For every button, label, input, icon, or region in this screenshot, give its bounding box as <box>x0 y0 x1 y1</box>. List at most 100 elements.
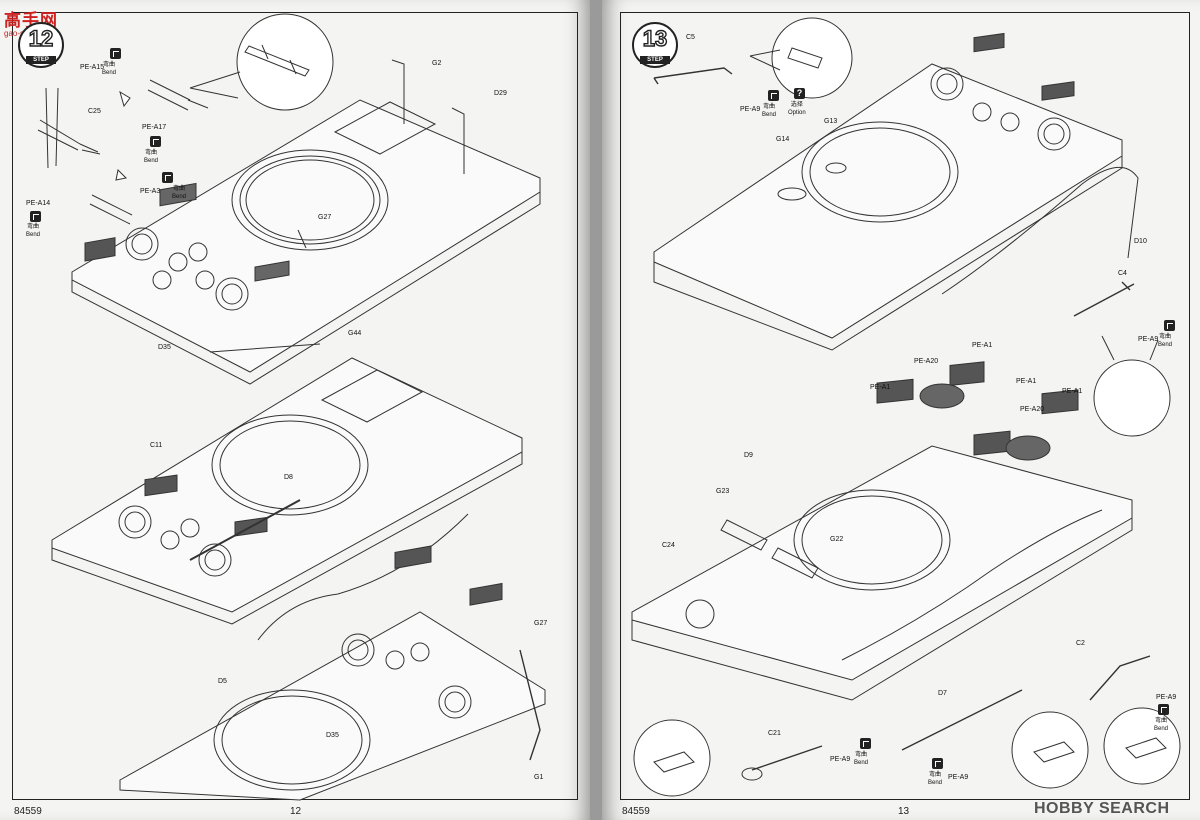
callout-pe-a1: PE-A1 <box>972 342 993 349</box>
part-c21-head <box>741 767 763 781</box>
callout-c24: C24 <box>662 542 675 549</box>
part-c4 <box>1073 281 1135 317</box>
part-g13 <box>825 162 847 174</box>
callout-g23: G23 <box>716 488 730 495</box>
part-g23 <box>720 519 768 551</box>
part-g2-d29 <box>391 59 465 174</box>
callout-d29: D29 <box>494 90 507 97</box>
callout-g14: G14 <box>776 136 790 143</box>
engine-deck-1 <box>84 182 290 311</box>
pe-a1-screen <box>973 430 1011 456</box>
bend-icon <box>1164 320 1175 331</box>
left-page: 高手网 gao-shou.com 12 STEP <box>0 0 590 820</box>
detail-circle-pliers <box>236 13 334 111</box>
detail-circle-bottom-left <box>633 719 711 797</box>
callout-g27: G27 <box>534 620 548 627</box>
step-12-drawing <box>37 13 546 801</box>
turret-ring-2 <box>211 414 369 516</box>
hatch-1 <box>333 101 437 155</box>
callout-c5: C5 <box>686 34 695 41</box>
pe-a20-mesh <box>1005 435 1051 461</box>
callout-g22: G22 <box>830 536 844 543</box>
turret-ring-3 <box>213 689 371 791</box>
callout-pe-a9: PE-A9 <box>830 756 851 763</box>
step-word: STEP <box>26 56 56 64</box>
callout-c11: C11 <box>150 442 163 449</box>
turret-ring-1 <box>231 149 389 251</box>
callout-c4: C4 <box>1118 270 1127 277</box>
callout-g1: G1 <box>534 774 544 781</box>
callout-c21: C21 <box>768 730 781 737</box>
part-d7 <box>901 689 1023 751</box>
bend-icon <box>1158 704 1169 715</box>
callout-g44: G44 <box>348 330 362 337</box>
callout-g13: G13 <box>824 118 838 125</box>
bend-icon <box>110 48 121 59</box>
engine-deck-3 <box>341 545 503 719</box>
callout-pe-a1: PE-A1 <box>870 384 891 391</box>
bend-icon <box>30 211 41 222</box>
part-g22 <box>771 547 819 579</box>
catalog-number: 84559 <box>14 806 42 817</box>
turret-ring-upper <box>801 121 959 223</box>
hull-top-2 <box>51 357 523 613</box>
callout-d35: D35 <box>158 344 171 351</box>
part-c2 <box>1089 655 1151 701</box>
pe-a1-screen <box>949 361 985 386</box>
bend-icon <box>932 758 943 769</box>
callout-pe-a1: PE-A1 <box>1062 388 1083 395</box>
callout-pe-a9: PE-A9 <box>1156 694 1177 701</box>
hull-top-lower <box>631 445 1133 681</box>
part-c21 <box>751 745 823 771</box>
callout-pe-a17: PE-A17 <box>142 124 167 131</box>
detail-pointer <box>189 71 241 99</box>
hatch-2 <box>320 369 424 423</box>
part-c5 <box>653 67 733 85</box>
part-d8 <box>189 499 301 561</box>
right-page: 13 STEP <box>602 0 1200 820</box>
detail-circle-bottom-mid <box>1011 711 1089 789</box>
callout-pe-a15: PE-A15 <box>80 64 105 71</box>
callout-d8: D8 <box>284 474 293 481</box>
page-number: 12 <box>290 806 302 817</box>
callout-pe-a3: PE-A3 <box>140 188 161 195</box>
callout-pe-a9: PE-A9 <box>740 106 761 113</box>
turret-ring-lower <box>793 489 951 591</box>
option-icon: ? <box>794 88 805 99</box>
part-d10-cable <box>941 166 1139 295</box>
callout-g2: G2 <box>432 60 442 67</box>
hull-cable <box>841 509 1103 661</box>
bend-icon <box>150 136 161 147</box>
hull-top-1 <box>71 99 541 373</box>
part-g27 <box>297 229 307 249</box>
right-page-frame <box>620 12 1190 800</box>
engine-deck-upper <box>930 32 1075 151</box>
bend-icon <box>860 738 871 749</box>
callout-pe-a1: PE-A1 <box>1016 378 1037 385</box>
catalog-number: 84559 <box>622 806 650 817</box>
step-word: STEP <box>640 56 670 64</box>
callout-c25: C25 <box>88 108 101 115</box>
detail-circle-bottom-right <box>1103 707 1181 785</box>
callout-c2: C2 <box>1076 640 1085 647</box>
callout-pe-a20: PE-A20 <box>1020 406 1045 413</box>
page-number: 13 <box>898 806 910 817</box>
hull-top-3 <box>119 611 546 801</box>
step-13-drawing <box>631 17 1181 797</box>
pe-a1-screen <box>876 378 914 404</box>
detail-circle-c4 <box>1093 359 1171 437</box>
callout-g27: G27 <box>318 214 332 221</box>
hull-top-upper <box>653 63 1123 339</box>
step-number: 13 <box>642 25 668 51</box>
part-d5-cable <box>257 513 469 641</box>
callout-pe-a20: PE-A20 <box>914 358 939 365</box>
